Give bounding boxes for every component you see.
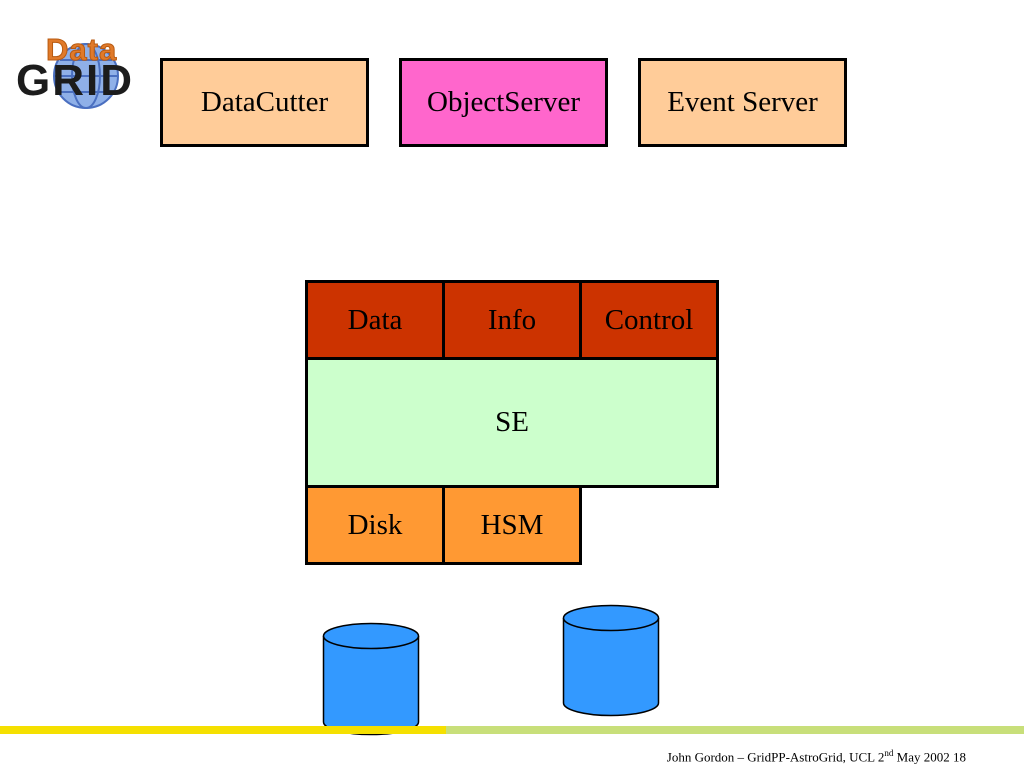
se-label: SE (495, 406, 529, 438)
data-interface-label: Data (347, 303, 403, 336)
info-interface-box: Info (442, 280, 582, 360)
objectserver-box: ObjectServer (399, 58, 608, 147)
footer-date-page: May 2002 18 (893, 749, 966, 765)
control-interface-box: Control (579, 280, 719, 360)
footer-bar-green (446, 726, 1024, 734)
se-box: SE (305, 357, 719, 488)
datagrid-logo: Data GRID (14, 32, 154, 109)
hsm-box: HSM (442, 485, 582, 565)
hsm-label: HSM (480, 508, 544, 541)
datacutter-box: DataCutter (160, 58, 369, 147)
objectserver-label: ObjectServer (427, 86, 580, 118)
footer-bar-yellow (0, 726, 446, 734)
eventserver-label: Event Server (667, 86, 818, 118)
datacutter-label: DataCutter (200, 86, 329, 118)
disk-label: Disk (347, 508, 403, 541)
info-interface-label: Info (487, 303, 537, 336)
logo-word-grid: GRID (16, 56, 134, 105)
eventserver-box: Event Server (638, 58, 847, 147)
footer-ordinal: nd (884, 748, 894, 758)
disk-storage-cylinder (322, 622, 420, 736)
footer-author: John Gordon – GridPP-AstroGrid, UCL 2 (666, 749, 885, 765)
footer-caption: John Gordon – GridPP-AstroGrid, UCL 2nd … (667, 748, 966, 765)
logo-word-data: Data (45, 32, 118, 68)
disk-box: Disk (305, 485, 445, 565)
hsm-storage-cylinder (562, 604, 660, 717)
data-interface-box: Data (305, 280, 445, 360)
globe-icon (53, 43, 119, 109)
control-interface-label: Control (604, 303, 694, 336)
